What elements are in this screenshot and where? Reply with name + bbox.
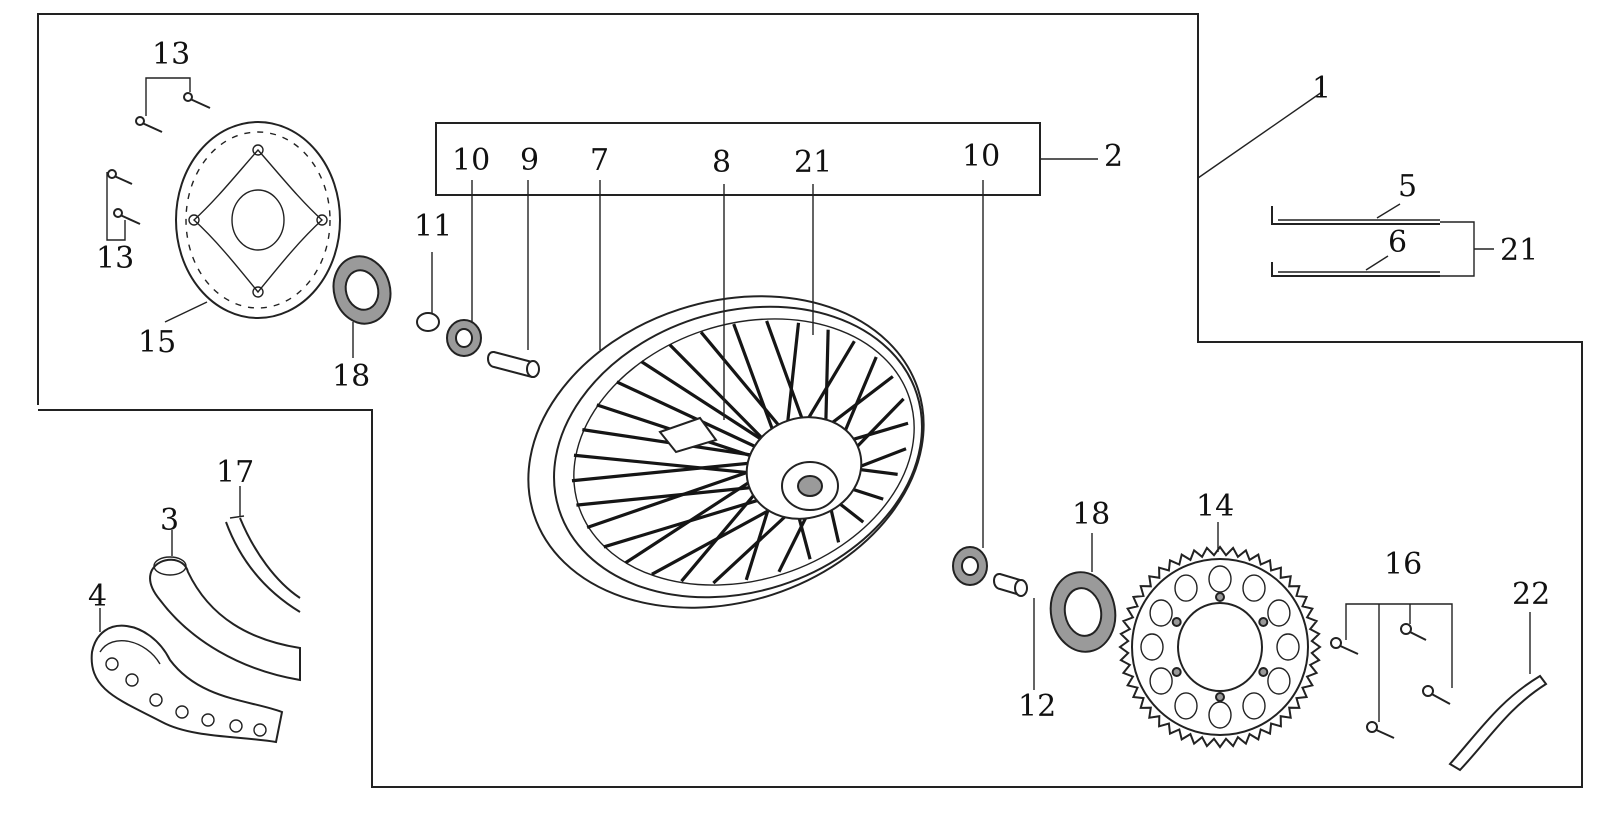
- callout-21-right: 21: [1500, 233, 1538, 268]
- sprocket-bolt-hole: [1215, 692, 1225, 702]
- sprocket-hole: [1276, 633, 1300, 661]
- callout-18-right: 18: [1072, 497, 1110, 532]
- callout-7: 7: [590, 143, 609, 178]
- callout-10-right: 10: [962, 139, 1000, 174]
- callout-2: 2: [1104, 139, 1123, 174]
- sprocket-bolt-hole: [1215, 592, 1225, 602]
- sprocket-hole: [1140, 633, 1164, 661]
- callout-18-left: 18: [332, 359, 370, 394]
- callout-6: 6: [1388, 225, 1407, 260]
- spacer-tube: [487, 180, 540, 378]
- tyre-section: [90, 624, 284, 744]
- sprocket-hole: [1149, 599, 1173, 627]
- callout-22: 22: [1512, 577, 1550, 612]
- assembly-1-boundary: [37, 13, 1583, 788]
- left-dust-seal: [332, 255, 392, 325]
- callout-9: 9: [520, 143, 539, 178]
- rim-band: [225, 515, 301, 613]
- sprocket: [1118, 522, 1322, 749]
- collar-12: [993, 573, 1035, 690]
- sprocket-hole: [1242, 692, 1266, 720]
- disc-bolts: [107, 92, 211, 225]
- callout-5: 5: [1398, 169, 1417, 204]
- callout-3: 3: [160, 503, 179, 538]
- sprocket-hole: [1242, 574, 1266, 602]
- callout-16: 16: [1384, 547, 1422, 582]
- callout-14: 14: [1196, 489, 1234, 524]
- spoke-rods: [1271, 203, 1494, 277]
- sprocket-bolt-hole: [1258, 617, 1269, 627]
- left-bearing: [446, 180, 482, 357]
- sprocket-hole: [1267, 599, 1291, 627]
- callout-1: 1: [1312, 71, 1331, 106]
- callout-17: 17: [216, 455, 254, 490]
- callout-4: 4: [88, 579, 107, 614]
- chain-guide: [1448, 612, 1548, 772]
- callout-21-center: 21: [794, 145, 832, 180]
- callout-8: 8: [712, 145, 731, 180]
- sprocket-hole: [1174, 574, 1198, 602]
- sprocket-hole: [1174, 692, 1198, 720]
- callout-13-bottom: 13: [96, 241, 134, 276]
- spoked-wheel: [527, 295, 925, 609]
- inner-tube: [149, 556, 301, 682]
- sprocket-hole: [1267, 667, 1291, 695]
- sprocket-hole: [1149, 667, 1173, 695]
- sprocket-bolt-hole: [1171, 667, 1182, 677]
- sprocket-bolts: [1330, 603, 1453, 739]
- callout-13-top: 13: [152, 37, 190, 72]
- callout-11: 11: [414, 209, 452, 244]
- callout-15: 15: [138, 325, 176, 360]
- right-dust-seal: [1049, 533, 1117, 653]
- callout-12: 12: [1018, 689, 1056, 724]
- sprocket-bolt-hole: [1171, 617, 1182, 627]
- sprocket-bolt-hole: [1258, 667, 1269, 677]
- right-bearing: [952, 180, 988, 586]
- collar-11: [416, 252, 440, 332]
- brake-disc: [175, 121, 341, 319]
- callout-10-left: 10: [452, 143, 490, 178]
